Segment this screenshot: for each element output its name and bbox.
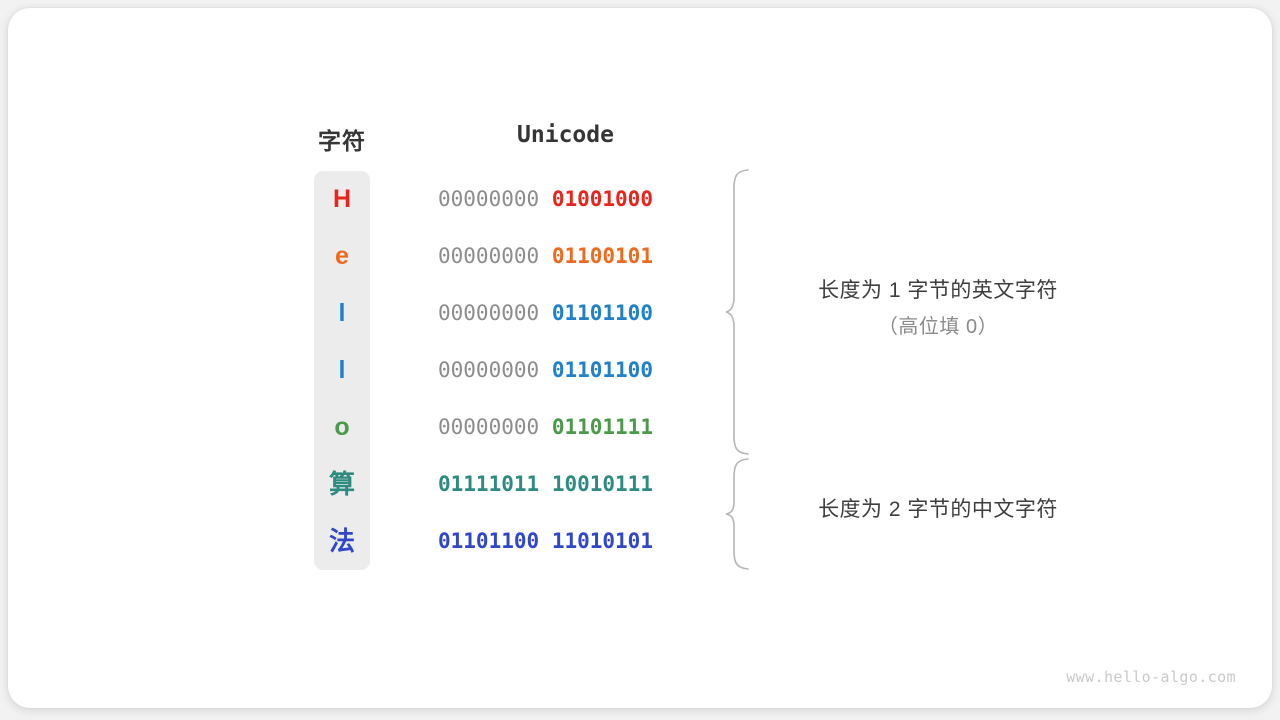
encoding-row: H 00000000 01001000 xyxy=(8,171,1280,228)
encoding-row: l 00000000 01101100 xyxy=(8,342,1280,399)
low-byte: 01101100 xyxy=(551,301,653,325)
character-glyph: l xyxy=(338,356,346,384)
unicode-bits: 00000000 01101100 xyxy=(438,342,694,399)
encoding-row: 算 01111011 10010111 xyxy=(8,456,1280,513)
annotation-ascii-line2: （高位填 0） xyxy=(877,316,999,338)
high-byte: 01111011 xyxy=(438,472,540,496)
character-glyph: e xyxy=(335,242,349,270)
high-byte: 00000000 xyxy=(438,244,540,268)
character-glyph: l xyxy=(338,299,346,327)
unicode-bits: 00000000 01100101 xyxy=(438,228,694,285)
high-byte: 00000000 xyxy=(438,358,540,382)
column-header-unicode: Unicode xyxy=(517,122,614,148)
character-glyph: o xyxy=(334,413,350,441)
character-glyph: 法 xyxy=(328,526,355,556)
annotation-ascii: 长度为 1 字节的英文字符 （高位填 0） xyxy=(768,273,1108,345)
character-column-panel xyxy=(314,171,370,570)
low-byte: 01101111 xyxy=(551,415,653,439)
high-byte: 00000000 xyxy=(438,415,540,439)
annotation-ascii-line1: 长度为 1 字节的英文字符 xyxy=(818,279,1058,302)
column-header-character: 字符 xyxy=(318,128,366,154)
encoding-row-list: H 00000000 01001000 e 00000000 01100101 l 000… xyxy=(8,171,1280,570)
encoding-row: o 00000000 01101111 xyxy=(8,399,1280,456)
encoding-row: e 00000000 01100101 xyxy=(8,228,1280,285)
unicode-bits: 00000000 01101111 xyxy=(438,399,694,456)
unicode-bits: 01101100 11010101 xyxy=(438,513,694,570)
encoding-row: 法 01101100 11010101 xyxy=(8,513,1280,570)
low-byte: 01100101 xyxy=(551,244,653,268)
annotation-cjk-line1: 长度为 2 字节的中文字符 xyxy=(818,498,1058,521)
diagram-card: 字符 Unicode H 00000000 01001000 e 00000000 0… xyxy=(8,8,1272,708)
high-byte: 00000000 xyxy=(438,301,540,325)
encoding-row: l 00000000 01101100 xyxy=(8,285,1280,342)
character-glyph: 算 xyxy=(328,469,355,499)
low-byte: 01101100 xyxy=(551,358,653,382)
annotation-cjk: 长度为 2 字节的中文字符 xyxy=(768,492,1108,528)
site-watermark: www.hello-algo.com xyxy=(1066,668,1236,686)
unicode-bits: 00000000 01101100 xyxy=(438,285,694,342)
character-glyph: H xyxy=(332,185,352,213)
unicode-bits: 01111011 10010111 xyxy=(438,456,694,513)
high-byte: 00000000 xyxy=(438,187,540,211)
low-byte: 01001000 xyxy=(551,187,653,211)
low-byte: 11010101 xyxy=(551,529,653,553)
high-byte: 01101100 xyxy=(438,529,540,553)
unicode-bits: 00000000 01001000 xyxy=(438,171,694,228)
low-byte: 10010111 xyxy=(551,472,653,496)
